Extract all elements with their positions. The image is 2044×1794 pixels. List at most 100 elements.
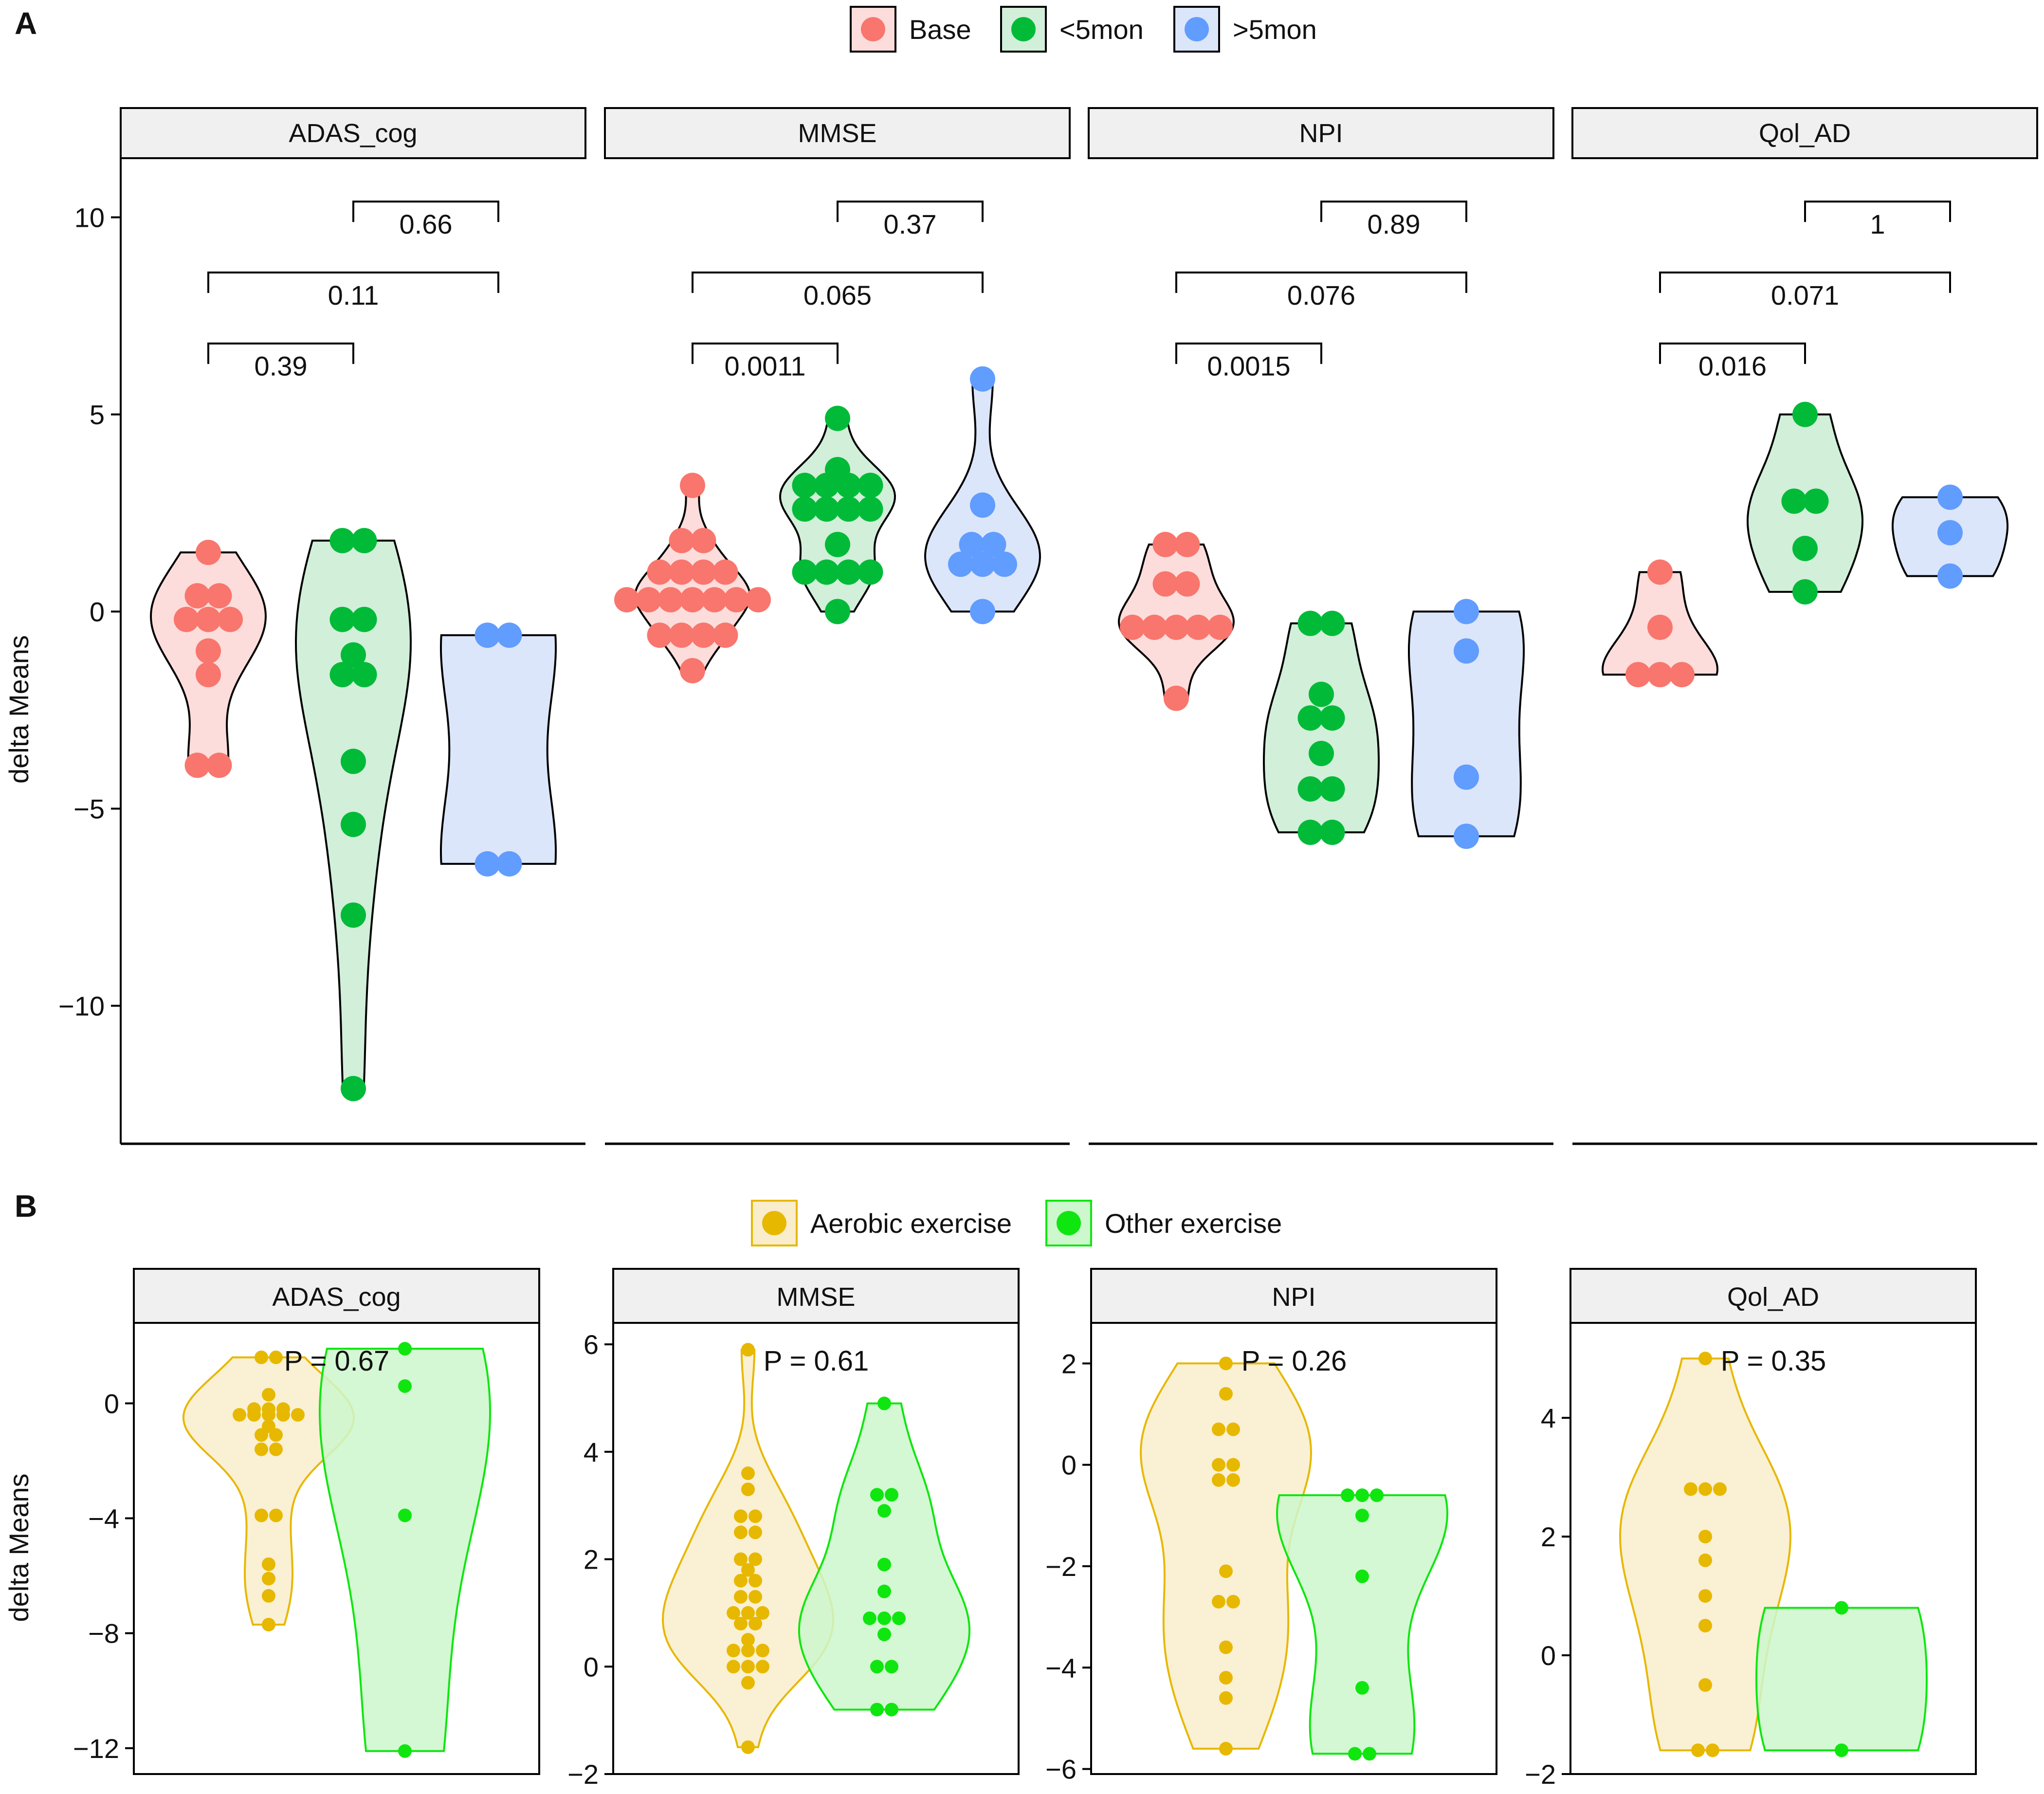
point-5mon-3	[1792, 535, 1818, 561]
p-value-2: 0.016	[1698, 351, 1767, 382]
point-base-2	[1625, 662, 1651, 688]
panel-border	[612, 1322, 1020, 1775]
point-aerobic-exercise-1	[741, 1466, 755, 1480]
point-5mon-14	[858, 559, 883, 585]
point-aerobic-exercise-7	[1226, 1473, 1240, 1487]
point-aerobic-exercise-18	[262, 1557, 275, 1571]
point-base-11	[702, 587, 727, 613]
point-5mon-3	[496, 851, 522, 877]
point-other-exercise-2	[1370, 1488, 1384, 1502]
bracket-2	[692, 342, 839, 364]
p-value-1: 0.071	[1771, 280, 1839, 311]
y-tick-label-0: 4	[1541, 1403, 1556, 1433]
point-aerobic-exercise-7	[1698, 1619, 1712, 1633]
point-base-7	[1186, 614, 1211, 640]
facet-title: NPI	[1299, 119, 1343, 148]
point-5mon-4	[1792, 579, 1818, 604]
point-aerobic-exercise-21	[741, 1644, 755, 1658]
point-aerobic-exercise-8	[1219, 1564, 1233, 1578]
point-5mon-1	[1781, 488, 1807, 514]
point-aerobic-exercise-23	[727, 1660, 740, 1674]
point-base-5	[218, 606, 243, 632]
panel-border	[133, 1322, 540, 1775]
point-aerobic-exercise-9	[741, 1563, 755, 1577]
facet-title: MMSE	[777, 1282, 856, 1312]
y-tick-label-3: −4	[1045, 1652, 1077, 1683]
point-aerobic-exercise-5	[734, 1525, 748, 1539]
point-5mon-1	[351, 528, 377, 553]
point-aerobic-exercise-13	[748, 1590, 762, 1604]
point-base-12	[724, 587, 749, 613]
facet-title: NPI	[1272, 1282, 1315, 1312]
bracket-2	[1175, 342, 1322, 364]
point-aerobic-exercise-4	[748, 1509, 762, 1523]
point-aerobic-exercise-24	[741, 1660, 755, 1674]
point-aerobic-exercise-2	[741, 1483, 755, 1497]
point-aerobic-exercise-10	[1226, 1594, 1240, 1609]
point-aerobic-exercise-20	[727, 1644, 740, 1658]
point-5mon-5	[970, 551, 995, 577]
point-other-exercise-1	[1355, 1488, 1369, 1502]
point-base-1	[1174, 531, 1200, 557]
point-aerobic-exercise-8	[262, 1408, 275, 1422]
y-tick-label-3: 0	[584, 1651, 599, 1682]
point-base-8	[184, 752, 210, 778]
point-5mon-1	[1319, 610, 1345, 636]
point-5mon-4	[1319, 705, 1345, 731]
violin-5mon	[1263, 622, 1380, 834]
point-aerobic-exercise-16	[756, 1606, 769, 1620]
point-aerobic-exercise-15	[741, 1606, 755, 1620]
y-tick-label-a-3: −5	[73, 794, 105, 824]
violin-other-exercise	[319, 1348, 491, 1752]
y-tick-label-1: 4	[584, 1437, 599, 1467]
panel-label-b: B	[15, 1189, 37, 1224]
point-base-4	[1669, 662, 1695, 688]
point-other-exercise-5	[877, 1584, 891, 1598]
y-tick-label-2: −2	[1045, 1551, 1077, 1582]
point-aerobic-exercise-15	[269, 1442, 283, 1456]
y-tick-label-a-4: −10	[58, 991, 105, 1022]
point-base-0	[680, 473, 705, 498]
point-5mon-13	[836, 559, 861, 585]
point-base-6	[712, 559, 738, 585]
point-other-exercise-0	[398, 1342, 412, 1356]
violin-5mon	[1408, 610, 1525, 838]
point-aerobic-exercise-0	[1698, 1352, 1712, 1366]
point-aerobic-exercise-3	[734, 1509, 748, 1523]
point-other-exercise-10	[870, 1660, 884, 1674]
point-other-exercise-5	[1355, 1681, 1369, 1695]
legend-b-aerobic-exercise-label: Aerobic exercise	[810, 1208, 1012, 1239]
point-5mon-8	[1297, 820, 1323, 845]
y-tick-label-4: −6	[1045, 1754, 1077, 1785]
point-aerobic-exercise-21	[262, 1617, 275, 1631]
point-5mon-3	[1454, 824, 1479, 849]
y-tick-label-1: −4	[88, 1503, 119, 1534]
point-5mon-9	[858, 496, 883, 522]
point-aerobic-exercise-9	[1691, 1743, 1705, 1757]
point-other-exercise-7	[877, 1611, 891, 1625]
point-base-15	[669, 622, 694, 648]
bracket-1	[692, 271, 984, 293]
y-axis-title-b: delta Means	[3, 1473, 34, 1622]
y-tick-label-2: 2	[584, 1544, 599, 1575]
point-base-6	[196, 638, 221, 664]
legend-b-aerobic-exercise-key-dot	[762, 1211, 786, 1235]
point-aerobic-exercise-12	[734, 1590, 748, 1604]
point-5mon-2	[474, 851, 500, 877]
point-other-exercise-1	[1835, 1743, 1848, 1757]
point-aerobic-exercise-8	[748, 1552, 762, 1566]
point-5mon-9	[1319, 820, 1345, 845]
point-5mon-6	[992, 551, 1017, 577]
point-aerobic-exercise-14	[727, 1606, 740, 1620]
point-aerobic-exercise-6	[233, 1408, 246, 1422]
point-aerobic-exercise-17	[269, 1508, 283, 1522]
y-tick-label-3: −12	[73, 1733, 119, 1764]
point-aerobic-exercise-17	[734, 1617, 748, 1630]
point-5mon-0	[474, 622, 500, 648]
facet-title: MMSE	[798, 119, 877, 148]
point-base-7	[196, 662, 221, 688]
y-tick-label-0: 0	[104, 1388, 119, 1419]
